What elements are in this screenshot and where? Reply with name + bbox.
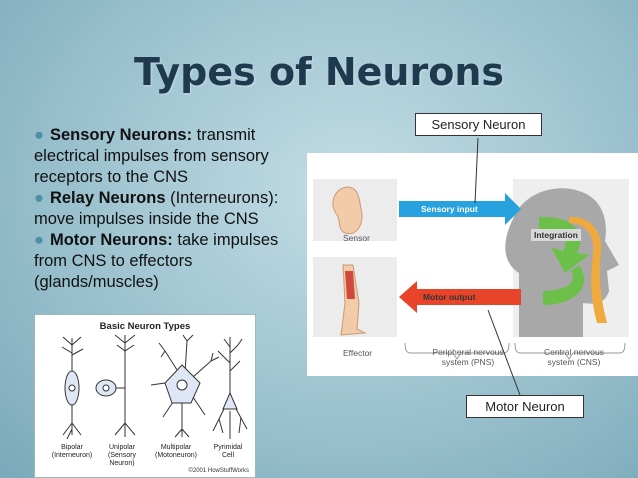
cns-spine-shape (569, 216, 607, 323)
bullet-dot: ● (34, 189, 44, 207)
neuron-drawings (61, 334, 248, 440)
bullet-text: take impulses (172, 231, 279, 249)
sensory-input-arrow (399, 193, 521, 225)
motor-output-label: Motor output (423, 292, 476, 302)
unipolar-neuron (95, 334, 136, 437)
bullet-text: receptors to the CNS (34, 168, 189, 186)
bullet-term: Relay Neurons (49, 189, 166, 207)
bullet-text: (glands/muscles) (34, 273, 159, 291)
muscle-illustration (345, 271, 355, 299)
bullet-dot: ● (34, 126, 44, 144)
pyramidal-neuron (212, 337, 248, 439)
slide-title: Types of Neurons (133, 50, 505, 94)
ear-illustration (332, 186, 363, 235)
motor-neuron-callout: Motor Neuron (466, 395, 584, 418)
neuron-label-pyramidal: Pyrimidal Cell (213, 444, 243, 459)
neuron-copyright: ©2001 HowStuffWorks (188, 468, 249, 474)
multipolar-neuron (150, 334, 220, 438)
nervous-system-diagram: Sensory input Integration Motor output S… (307, 153, 638, 376)
bipolar-neuron (61, 336, 84, 440)
effector-label: Effector (343, 348, 373, 358)
sensory-neuron-callout: Sensory Neuron (415, 113, 542, 136)
bullet-term: Motor Neurons: (49, 231, 173, 249)
integration-arrow-bottom (543, 265, 585, 305)
bullet-text: (Interneurons): (165, 189, 279, 207)
bullet-term: Sensory Neurons: (49, 126, 193, 144)
integration-label: Integration (531, 229, 581, 241)
bullet-text: move impulses inside the CNS (34, 210, 259, 228)
sensory-input-label: Sensory input (421, 204, 478, 214)
neuron-figure-title: Basic Neuron Types (99, 321, 191, 332)
pns-label: Peripheral nervous system (PNS) (432, 347, 504, 367)
sensor-label: Sensor (343, 233, 370, 243)
bullet-text: electrical impulses from sensory (34, 147, 269, 165)
diagram-art (313, 179, 629, 360)
bullet-text: transmit (192, 126, 256, 144)
neuron-types-figure: Basic Neuron Types Bipol (34, 314, 256, 478)
neuron-label-bipolar: Bipolar (Interneuron) (51, 444, 93, 459)
motor-output-arrow (399, 281, 521, 313)
bullet-list: ● Sensory Neurons: transmit electrical im… (34, 125, 296, 293)
neuron-label-unipolar: Unipolar (Sensory Neuron) (107, 444, 136, 467)
cns-label: Central nervous system (CNS) (543, 347, 604, 367)
bullet-text: from CNS to effectors (34, 252, 193, 270)
bullet-dot: ● (34, 231, 44, 249)
neuron-label-multipolar: Multipolar (Motoneuron) (154, 444, 198, 459)
